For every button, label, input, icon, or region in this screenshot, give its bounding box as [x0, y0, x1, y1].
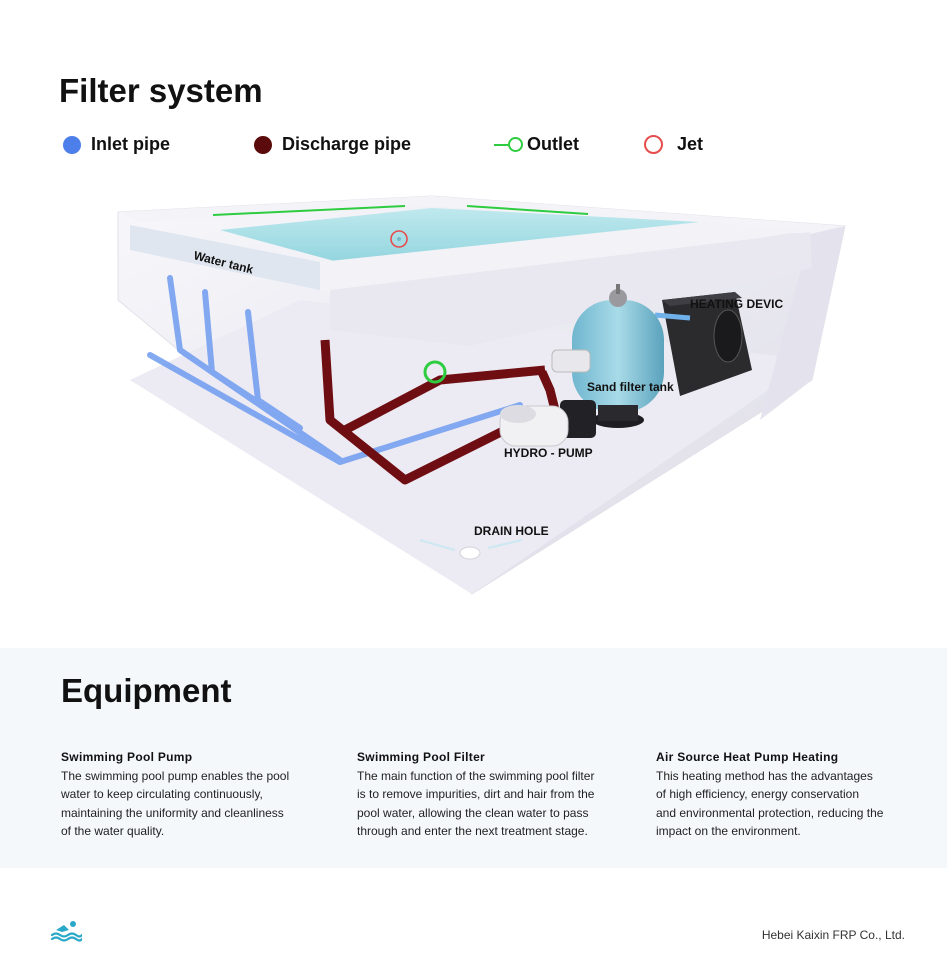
swimmer-icon	[50, 921, 82, 942]
equipment-heading: Swimming Pool Pump	[61, 750, 193, 764]
drain-flow-marks	[419, 539, 523, 551]
equipment-line: impact on the environment.	[656, 824, 801, 839]
company-name: Hebei Kaixin FRP Co., Ltd.	[761, 928, 905, 942]
page-title: Filter system	[59, 72, 263, 109]
label-drain: DRAIN HOLE	[474, 524, 549, 538]
legend-discharge: Discharge pipe	[254, 134, 411, 155]
outlet-dash-icon	[494, 143, 508, 146]
label-pump: HYDRO - PUMP	[504, 446, 593, 460]
inlet-dot-icon	[63, 135, 81, 154]
water-tank-bench	[130, 225, 320, 290]
equipment-line: of the water quality.	[61, 824, 165, 839]
equipment-title: Equipment	[61, 672, 232, 709]
pool-rim	[118, 196, 845, 234]
equipment-heading: Swimming Pool Filter	[357, 750, 486, 764]
legend-jet-label: Jet	[677, 134, 704, 154]
equipment-line: maintaining the uniformity and cleanline…	[61, 805, 284, 820]
equipment-section	[0, 648, 947, 868]
jet-ring-icon	[644, 135, 663, 154]
equipment-heading: Air Source Heat Pump Heating	[656, 750, 839, 764]
heating-device	[654, 292, 752, 396]
discharge-dot-icon	[254, 135, 272, 154]
equipment-line: of high efficiency, energy conservation	[656, 787, 860, 802]
equipment-filter: Swimming Pool Filter The main function o…	[357, 748, 607, 841]
equipment-line: The main function of the swimming pool f…	[357, 768, 595, 783]
legend-outlet-label: Outlet	[527, 134, 579, 154]
label-sand-filter: Sand filter tank	[587, 380, 674, 394]
outlet-marker	[423, 360, 447, 384]
equipment-line: water to keep circulating continuously,	[61, 787, 263, 802]
inner-step	[330, 232, 812, 346]
equipment-line: and environmental protection, reducing t…	[656, 805, 884, 820]
water-surface	[220, 208, 700, 268]
equipment-line: This heating method has the advantages	[656, 768, 873, 783]
shell-right-face	[760, 226, 845, 420]
equipment-pump: Swimming Pool Pump The swimming pool pum…	[61, 748, 311, 841]
legend-discharge-label: Discharge pipe	[282, 134, 412, 154]
equipment-line: pool water, allowing the clean water to …	[357, 805, 589, 820]
outlet-line-left	[212, 205, 406, 216]
legend-inlet: Inlet pipe	[63, 134, 170, 155]
outlet-line-right	[466, 205, 589, 215]
inlet-pipes	[147, 275, 523, 465]
drain-hole	[459, 546, 481, 560]
label-heating-device: HEATING DEVIC	[690, 297, 783, 311]
outlet-ring-icon	[508, 137, 523, 152]
legend-jet: Jet	[644, 134, 703, 155]
legend-inlet-label: Inlet pipe	[91, 134, 171, 154]
equipment-heat-pump: Air Source Heat Pump Heating This heatin…	[656, 748, 906, 841]
jet-marker	[390, 230, 408, 248]
equipment-line: is to remove impurities, dirt and hair f…	[357, 787, 595, 802]
equipment-line: through and enter the next treatment sta…	[357, 824, 588, 839]
pool-filter-diagram: Water tank HEATING DEVIC Sand filter tan…	[117, 195, 846, 595]
hydro-pump	[499, 400, 596, 447]
sand-filter-tank	[551, 284, 664, 428]
equipment-line: The swimming pool pump enables the pool	[61, 768, 290, 783]
legend-outlet: Outlet	[494, 134, 579, 155]
